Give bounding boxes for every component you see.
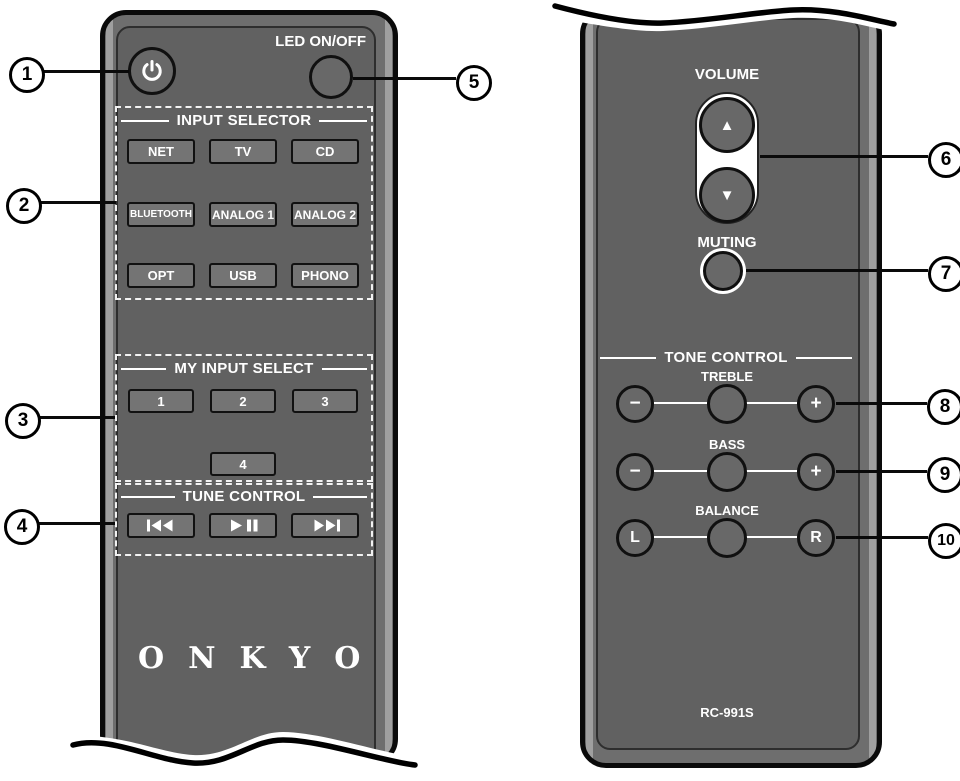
button-bluetooth[interactable]: BLUETOOTH [127, 202, 195, 227]
right-bevel [869, 13, 876, 763]
balance-right-letter: R [810, 529, 822, 546]
tune-control-section [115, 483, 373, 556]
balance-label: BALANCE [695, 503, 759, 518]
treble-center-button[interactable] [707, 384, 747, 424]
button-my-input-1[interactable]: 1 [128, 389, 194, 413]
bass-plus-button[interactable]: + [797, 453, 835, 491]
right-bevel [385, 15, 392, 760]
button-tv[interactable]: TV [209, 139, 277, 164]
plus-icon: + [810, 461, 822, 482]
tone-control-header: TONE CONTROL [600, 349, 853, 366]
balance-left-button[interactable]: L [616, 519, 654, 557]
callout-9: 9 [927, 457, 960, 493]
down-triangle-icon: ▼ [719, 186, 735, 204]
callout-line-10 [836, 536, 928, 539]
treble-label: TREBLE [701, 369, 753, 384]
balance-left-letter: L [630, 529, 640, 546]
play-pause-icon [229, 519, 258, 532]
tune-control-title: TUNE CONTROL [182, 488, 306, 505]
connector-line [745, 536, 797, 538]
connector-line [654, 402, 707, 404]
input-selector-section [115, 106, 373, 300]
callout-10: 10 [928, 523, 960, 559]
button-my-input-3[interactable]: 3 [292, 389, 358, 413]
minus-icon: − [629, 393, 641, 414]
volume-up-button[interactable]: ▲ [699, 97, 755, 153]
bass-minus-button[interactable]: − [616, 453, 654, 491]
up-triangle-icon: ▲ [719, 116, 735, 134]
tune-control-header: TUNE CONTROL [121, 488, 368, 505]
left-bevel [106, 15, 113, 760]
callout-2: 2 [6, 188, 42, 224]
my-input-select-title: MY INPUT SELECT [174, 360, 314, 377]
callout-1: 1 [9, 57, 45, 93]
treble-minus-button[interactable]: − [616, 385, 654, 423]
callout-line-5 [353, 77, 456, 80]
brand-logo: ONKYO [138, 641, 385, 676]
tone-control-title: TONE CONTROL [664, 349, 788, 366]
callout-7: 7 [928, 256, 960, 292]
connector-line [654, 470, 707, 472]
connector-line [745, 470, 797, 472]
callout-8: 8 [927, 389, 960, 425]
callout-3: 3 [5, 403, 41, 439]
plus-icon: + [810, 393, 822, 414]
previous-track-icon [146, 519, 177, 532]
callout-5: 5 [456, 65, 492, 101]
button-phono[interactable]: PHONO [291, 263, 359, 288]
callout-line-8 [836, 402, 927, 405]
button-opt[interactable]: OPT [127, 263, 195, 288]
previous-track-button[interactable] [127, 513, 195, 538]
balance-center-button[interactable] [707, 518, 747, 558]
model-number: RC-991S [700, 705, 754, 720]
input-selector-header: INPUT SELECTOR [121, 112, 367, 129]
play-pause-button[interactable] [209, 513, 277, 538]
button-analog-1[interactable]: ANALOG 1 [209, 202, 277, 227]
input-selector-title: INPUT SELECTOR [176, 112, 312, 129]
next-track-button[interactable] [291, 513, 359, 538]
left-bevel [586, 13, 593, 763]
my-input-select-header: MY INPUT SELECT [121, 360, 367, 377]
muting-label: MUTING [697, 234, 757, 251]
button-cd[interactable]: CD [291, 139, 359, 164]
balance-right-button[interactable]: R [797, 519, 835, 557]
treble-plus-button[interactable]: + [797, 385, 835, 423]
my-input-select-section [115, 354, 373, 482]
callout-line-2 [36, 201, 116, 204]
bass-label: BASS [708, 437, 746, 452]
volume-label: VOLUME [694, 66, 760, 83]
torn-edge-top [540, 0, 940, 34]
connector-line [654, 536, 707, 538]
minus-icon: − [629, 461, 641, 482]
power-icon [139, 58, 165, 84]
callout-line-4 [34, 522, 115, 525]
power-button[interactable] [128, 47, 176, 95]
callout-line-6 [760, 155, 928, 158]
button-my-input-4[interactable]: 4 [210, 452, 276, 476]
led-onoff-label: LED ON/OFF [275, 33, 366, 50]
callout-4: 4 [4, 509, 40, 545]
button-usb[interactable]: USB [209, 263, 277, 288]
button-my-input-2[interactable]: 2 [210, 389, 276, 413]
muting-button[interactable] [703, 251, 743, 291]
torn-edge-bottom [55, 732, 445, 781]
callout-line-7 [746, 269, 928, 272]
next-track-icon [310, 519, 341, 532]
button-net[interactable]: NET [127, 139, 195, 164]
bass-center-button[interactable] [707, 452, 747, 492]
callout-line-3 [35, 416, 115, 419]
callout-6: 6 [928, 142, 960, 178]
callout-line-1 [39, 70, 129, 73]
callout-line-9 [836, 470, 927, 473]
connector-line [745, 402, 797, 404]
volume-down-button[interactable]: ▼ [699, 167, 755, 223]
led-onoff-button[interactable] [309, 55, 353, 99]
button-analog-2[interactable]: ANALOG 2 [291, 202, 359, 227]
